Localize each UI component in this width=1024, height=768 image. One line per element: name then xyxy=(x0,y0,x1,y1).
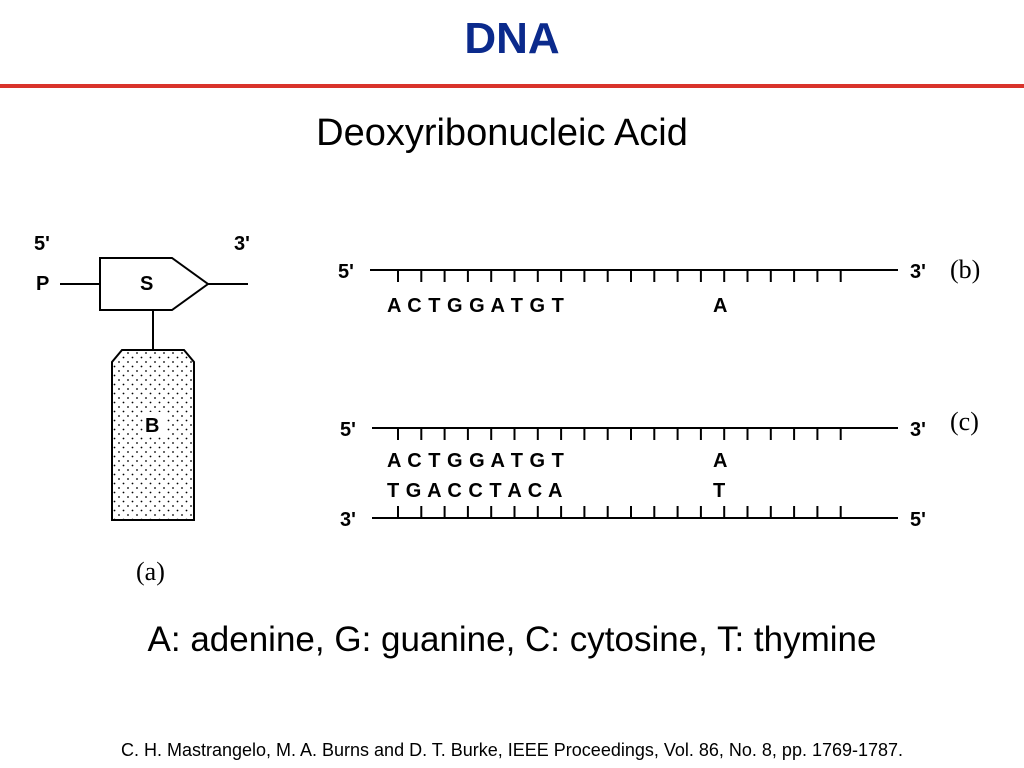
three-prime-label: 3' xyxy=(234,233,250,255)
strand-b-bases: A C T G G A T G T xyxy=(387,295,564,317)
strand-c-bottom-3prime: 3' xyxy=(340,509,356,531)
slide-subtitle: Deoxyribonucleic Acid xyxy=(316,112,688,154)
strand-b-3prime: 3' xyxy=(910,261,926,283)
caption-a: (a) xyxy=(136,557,165,586)
base-legend: A: adenine, G: guanine, C: cytosine, T: … xyxy=(147,620,877,659)
five-prime-label: 5' xyxy=(34,233,50,255)
caption-c: (c) xyxy=(950,407,979,436)
strand-c-top-5prime: 5' xyxy=(340,419,356,441)
single-strand-diagram: 5' 3' A C T G G A T G T A (b) xyxy=(338,255,980,317)
strand-c-bottom-ticks xyxy=(397,506,842,518)
strand-c-bottom-extra-base: T xyxy=(713,480,725,502)
strand-c-top-extra-base: A xyxy=(713,450,727,472)
strand-c-top-3prime: 3' xyxy=(910,419,926,441)
sugar-label: S xyxy=(140,273,153,295)
strand-c-top-ticks xyxy=(397,428,842,440)
base-label: B xyxy=(145,415,159,437)
slide-title: DNA xyxy=(464,14,560,63)
strand-c-bottom-5prime: 5' xyxy=(910,509,926,531)
strand-b-extra-base: A xyxy=(713,295,727,317)
strand-b-ticks xyxy=(397,270,842,282)
citation: C. H. Mastrangelo, M. A. Burns and D. T.… xyxy=(120,740,904,760)
strand-c-bottom-bases: T G A C C T A C A xyxy=(387,480,563,502)
double-strand-diagram: 5' 3' (c) A C T G G A T G T A T G A C C … xyxy=(340,407,979,531)
strand-c-top-bases: A C T G G A T G T xyxy=(387,450,564,472)
phosphate-label: P xyxy=(36,273,49,295)
title-divider xyxy=(0,84,1024,88)
caption-b: (b) xyxy=(950,255,980,284)
nucleotide-diagram: 5' 3' P S B (a) xyxy=(34,233,250,586)
sugar-shape xyxy=(99,257,210,311)
base-label-backing xyxy=(143,412,165,436)
strand-b-5prime: 5' xyxy=(338,261,354,283)
